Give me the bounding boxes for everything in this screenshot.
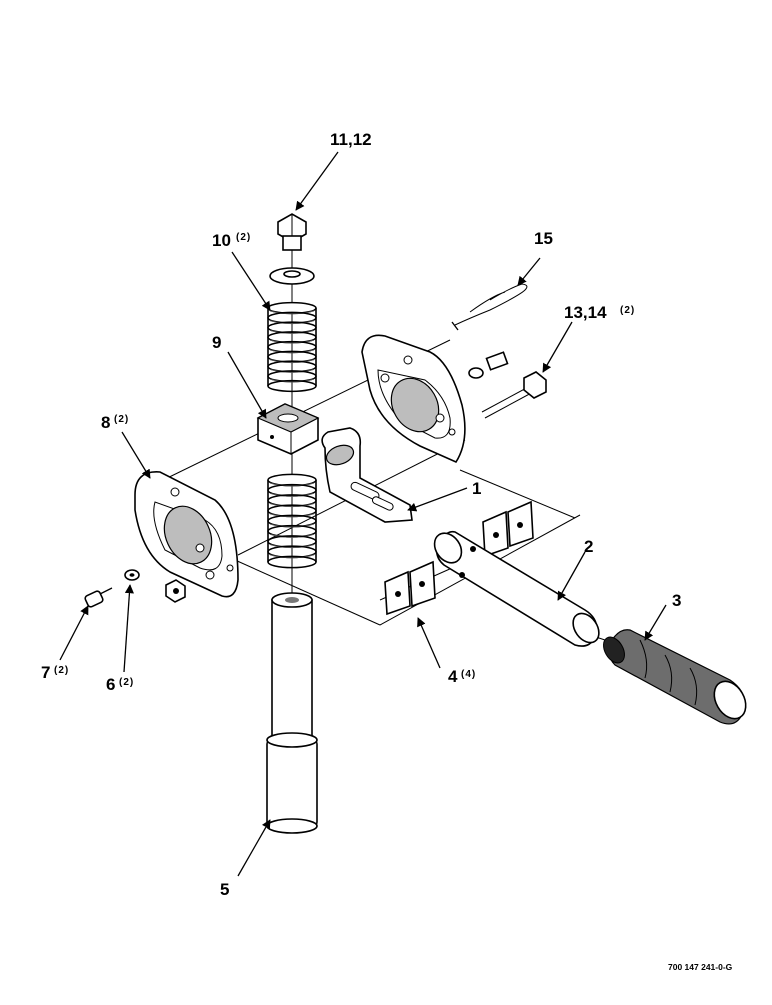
callout-6: 6 [106,675,115,694]
callout-7-qty: (2) [54,665,69,676]
callout-10-qty: (2) [236,232,251,243]
bolt-part-13-14 [468,351,547,419]
callout-8: 8 [101,413,110,432]
right-plate-part-8 [361,334,466,464]
callout-1: 1 [472,479,481,498]
bolt-part-11-12 [277,213,307,251]
callout-4: 4 [448,667,458,686]
leader-lines [59,151,667,877]
nut [165,579,186,603]
washer-part-10 [269,267,315,285]
tube-part-2 [433,530,600,647]
spacers-part-4 [384,500,534,616]
callout-11-12: 11,12 [330,130,372,149]
callout-2: 2 [584,537,593,556]
bracket-part-1 [321,427,413,523]
callout-13-14: 13,14 [564,303,607,322]
grip-part-3 [603,629,747,725]
callout-3: 3 [672,591,681,610]
callout-6-qty: (2) [119,677,134,688]
screw-part-7 [84,587,113,608]
callout-5: 5 [220,880,229,899]
callout-8-qty: (2) [114,414,129,425]
callout-15: 15 [534,229,553,248]
callout-4-qty: (4) [461,669,476,680]
callout-13-14-qty: (2) [620,305,635,316]
upper-spring-part-10 [267,301,317,393]
callout-10: 10 [212,231,231,250]
callout-7: 7 [41,663,50,682]
washer-part-6 [124,569,140,581]
lower-spring [267,473,317,569]
block-part-9 [256,403,320,455]
pin-part-15 [451,283,528,331]
callout-9: 9 [212,333,221,352]
drawing-reference-number: 700 147 241-0-G [668,962,733,972]
post-part-5 [266,592,318,834]
callout-labels: 11,12 10 (2) 15 13,14 (2) 9 8 (2) 1 2 3 … [41,130,681,899]
left-plate-part-8 [134,471,239,598]
